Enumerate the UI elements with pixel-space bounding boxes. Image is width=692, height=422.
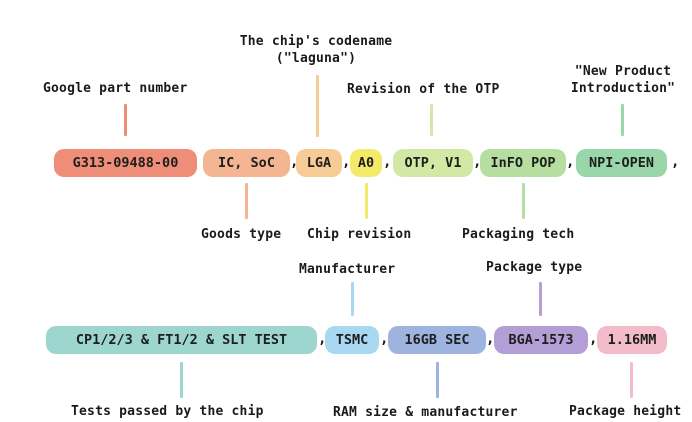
connector-ram	[436, 362, 439, 398]
connector-goods-type	[245, 183, 248, 219]
pill-lga-text: LGA	[306, 155, 332, 171]
separator-comma: ,	[486, 331, 495, 347]
pill-npi-text: NPI-OPEN	[588, 155, 655, 171]
pill-packaging-text: InFO POP	[490, 155, 556, 171]
connector-codename	[316, 75, 319, 137]
connector-manufacturer	[351, 282, 354, 316]
separator-comma: ,	[589, 331, 598, 347]
pill-part-number: G313-09488-00	[54, 149, 197, 177]
separator-comma: ,	[380, 331, 389, 347]
label-chip-revision: Chip revision	[307, 227, 412, 242]
pill-chip-revision-text: A0	[357, 155, 375, 171]
connector-packaging	[522, 183, 525, 219]
pill-lga: LGA	[296, 149, 342, 177]
separator-comma: ,	[383, 154, 392, 170]
connector-chip-revision	[365, 183, 368, 219]
connector-otp	[430, 104, 433, 136]
pill-packaging: InFO POP	[480, 149, 566, 177]
pill-otp-text: OTP, V1	[404, 155, 462, 171]
pill-package-height-text: 1.16MM	[607, 332, 657, 348]
pill-ram: 16GB SEC	[388, 326, 486, 354]
label-package-type: Package type	[486, 260, 583, 275]
pill-npi: NPI-OPEN	[576, 149, 667, 177]
pill-goods-type-text: IC, SoC	[218, 155, 275, 171]
pill-goods-type: IC, SoC	[203, 149, 290, 177]
separator-comma: ,	[342, 154, 351, 170]
pill-manufacturer-text: TSMC	[335, 332, 369, 348]
label-tests-passed: Tests passed by the chip	[71, 404, 264, 419]
separator-comma: ,	[671, 154, 680, 170]
separator-comma: ,	[473, 154, 482, 170]
label-ram: RAM size & manufacturer	[333, 405, 518, 420]
label-codename: The chip's codename ("laguna")	[239, 34, 393, 66]
pill-package-type: BGA-1573	[494, 326, 588, 354]
label-packaging-tech: Packaging tech	[462, 227, 575, 242]
pill-part-number-text: G313-09488-00	[72, 155, 179, 171]
connector-part-number	[124, 104, 127, 136]
pill-chip-revision: A0	[350, 149, 382, 177]
pill-otp: OTP, V1	[393, 149, 473, 177]
pill-package-height: 1.16MM	[597, 326, 667, 354]
label-otp-revision: Revision of the OTP	[347, 82, 500, 97]
pill-ram-text: 16GB SEC	[404, 332, 470, 348]
pill-package-type-text: BGA-1573	[508, 332, 574, 348]
connector-tests	[180, 362, 183, 398]
label-google-part-number: Google part number	[43, 81, 188, 96]
label-goods-type: Goods type	[201, 227, 282, 242]
separator-comma: ,	[318, 331, 327, 347]
separator-comma: ,	[566, 154, 575, 170]
label-package-height: Package height	[569, 404, 682, 419]
pill-tests-text: CP1/2/3 & FT1/2 & SLT TEST	[75, 332, 288, 348]
label-manufacturer: Manufacturer	[299, 262, 396, 277]
pill-tests: CP1/2/3 & FT1/2 & SLT TEST	[46, 326, 317, 354]
pill-manufacturer: TSMC	[325, 326, 379, 354]
separator-comma: ,	[290, 154, 299, 170]
connector-package-height	[630, 362, 633, 398]
label-npi: "New Product Introduction"	[570, 64, 676, 96]
connector-npi	[621, 104, 624, 136]
connector-package-type	[539, 282, 542, 316]
